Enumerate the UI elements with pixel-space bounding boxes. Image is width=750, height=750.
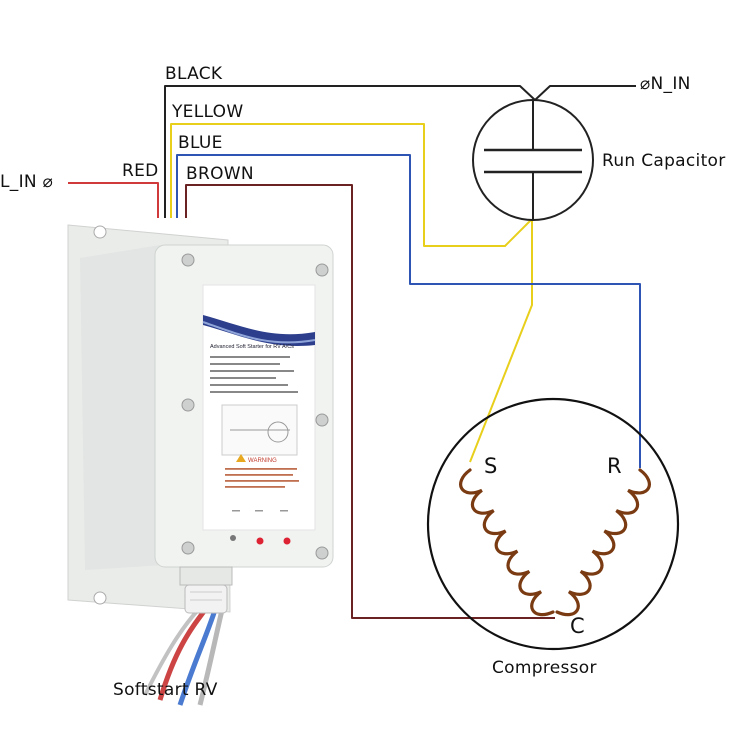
label-compressor: Compressor: [492, 658, 597, 678]
label-l-in: L_IN ⌀: [0, 172, 54, 192]
brown-wire: [185, 184, 555, 619]
label-softstart: Softstart RV: [113, 680, 218, 700]
label-yellow: YELLOW: [172, 102, 244, 122]
softstart-device: Advanced Soft Starter for RV A/Cs WARNIN…: [67, 224, 334, 706]
device-warning: WARNING: [248, 458, 277, 464]
label-n-in: ⌀N_IN: [640, 74, 691, 94]
black-wire: [164, 85, 636, 218]
label-brown: BROWN: [186, 164, 254, 184]
label-run-capacitor: Run Capacitor: [602, 151, 726, 171]
run-winding: [555, 468, 651, 617]
terminal-s: S: [484, 454, 498, 478]
blue-wire: [176, 154, 641, 468]
device-label-title: Advanced Soft Starter for RV A/Cs: [210, 344, 294, 350]
label-red: RED: [122, 161, 159, 181]
compressor-symbol: [426, 397, 680, 651]
start-winding: [459, 468, 555, 617]
label-black: BLACK: [165, 64, 223, 84]
run-capacitor-symbol: [472, 99, 594, 221]
yellow-wire-to-s: [469, 219, 533, 463]
terminal-r: R: [607, 454, 622, 478]
red-wire: [68, 182, 159, 218]
yellow-wire: [170, 123, 533, 247]
label-blue: BLUE: [178, 133, 223, 153]
terminal-c: C: [570, 614, 585, 638]
